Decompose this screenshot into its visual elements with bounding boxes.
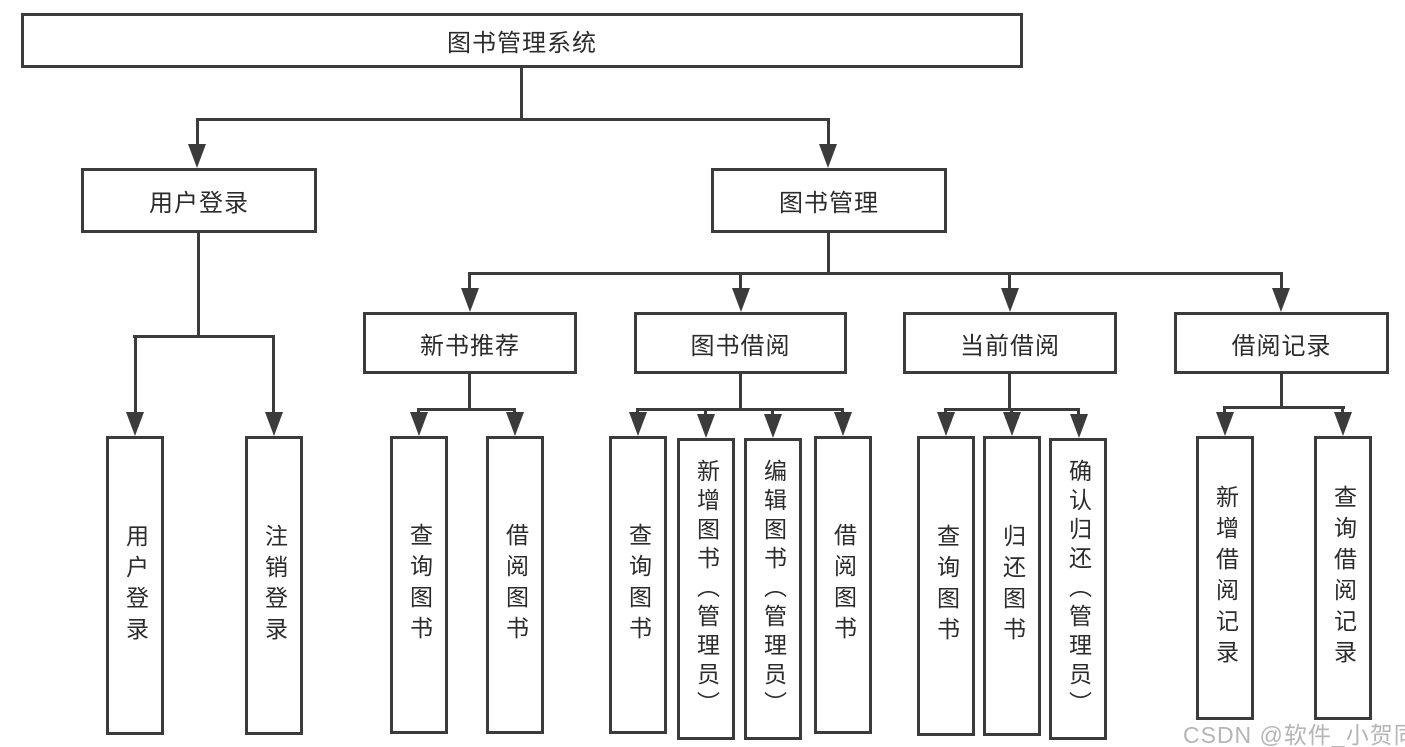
connector-drop-nb-borrow: [513, 408, 516, 415]
connector-level3-rail: [469, 272, 1282, 275]
leaf-bb-add-books-admin: 新增图书（管理员）: [677, 438, 735, 740]
node-new-book-recommend: 新书推荐: [363, 312, 577, 374]
connector-drop-leaf-logout: [272, 335, 275, 414]
connector-drop-current-borrow: [1008, 272, 1011, 289]
arrowhead-leaf-logout: [265, 412, 283, 436]
leaf-label: 借阅图书: [830, 523, 857, 647]
connector-drop-book-management: [827, 118, 830, 146]
leaf-label: 归还图书: [999, 524, 1026, 648]
leaf-label: 查询图书: [625, 523, 652, 647]
leaf-label: 新增图书（管理员）: [693, 458, 720, 720]
arrowhead-cb-query: [937, 412, 955, 436]
leaf-label: 借阅图书: [502, 523, 529, 647]
leaf-label: 确认归还（管理员）: [1065, 458, 1092, 720]
connector-bb-stem: [739, 374, 742, 411]
node-label: 图书借阅: [690, 332, 791, 360]
leaf-logout-login: 注销登录: [245, 436, 303, 735]
connector-drop-bb-edit: [771, 408, 774, 415]
leaf-label: 用户登录: [122, 523, 149, 648]
connector-drop-borrow-records: [1280, 272, 1283, 289]
node-label: 图书管理系统: [447, 30, 597, 57]
leaf-br-add-record: 新增借阅记录: [1196, 436, 1254, 720]
node-label: 图书管理: [779, 190, 879, 217]
connector-nb-rail: [417, 408, 516, 411]
node-borrow-records: 借阅记录: [1174, 312, 1389, 374]
connector-drop-cb-return: [1010, 408, 1013, 415]
node-user-login: 用户登录: [81, 168, 317, 233]
connector-drop-cb-confirm: [1077, 408, 1080, 415]
leaf-label: 查询图书: [933, 524, 960, 648]
connector-br-stem: [1280, 374, 1283, 409]
arrowhead-br-add: [1216, 412, 1234, 436]
leaf-label: 编辑图书（管理员）: [760, 458, 787, 720]
arrowhead-br-query: [1334, 412, 1352, 436]
connector-bb-rail: [636, 408, 844, 411]
connector-level2-rail: [197, 118, 829, 121]
arrowhead-cb-confirm: [1070, 414, 1088, 438]
arrowhead-bb-borrow: [834, 412, 852, 436]
connector-root-stem: [520, 66, 523, 121]
connector-drop-nb-query: [417, 408, 420, 415]
connector-drop-bb-add: [704, 408, 707, 415]
connector-drop-book-borrow: [739, 272, 742, 289]
node-book-management: 图书管理: [711, 168, 947, 233]
arrowhead-nb-borrow: [506, 412, 524, 436]
node-label: 用户登录: [149, 190, 249, 217]
arrowhead-book-borrow: [732, 288, 750, 312]
connector-drop-user-login: [196, 118, 199, 146]
connector-drop-br-query: [1341, 406, 1344, 415]
leaf-bb-borrow-books: 借阅图书: [814, 436, 872, 734]
leaf-br-query-record: 查询借阅记录: [1314, 436, 1372, 720]
arrowhead-user-login: [188, 144, 206, 168]
node-current-borrow: 当前借阅: [903, 312, 1117, 374]
leaf-label: 新增借阅记录: [1212, 485, 1239, 671]
connector-user-login-rail: [133, 335, 274, 338]
connector-drop-br-add: [1223, 406, 1226, 415]
arrowhead-bb-query: [629, 412, 647, 436]
csdn-watermark: CSDN @软件_小贺同学: [1183, 722, 1405, 747]
leaf-cb-query-books: 查询图书: [917, 436, 975, 736]
leaf-nb-borrow-books: 借阅图书: [486, 436, 544, 734]
arrowhead-bb-edit: [764, 414, 782, 438]
node-library-management-system: 图书管理系统: [21, 13, 1023, 68]
leaf-nb-query-books: 查询图书: [390, 436, 448, 734]
connector-book-management-stem: [827, 233, 830, 274]
leaf-cb-return-books: 归还图书: [983, 436, 1041, 736]
arrowhead-new-book-recommend: [461, 288, 479, 312]
leaf-bb-query-books: 查询图书: [609, 436, 667, 734]
leaf-cb-confirm-return-admin: 确认归还（管理员）: [1049, 438, 1107, 740]
leaf-label: 查询图书: [406, 523, 433, 647]
leaf-label: 查询借阅记录: [1330, 485, 1357, 671]
leaf-user-login: 用户登录: [106, 436, 164, 735]
arrowhead-current-borrow: [1001, 288, 1019, 312]
node-label: 当前借阅: [960, 332, 1060, 360]
connector-drop-cb-query: [944, 408, 947, 415]
node-book-borrow: 图书借阅: [634, 312, 847, 374]
leaf-bb-edit-books-admin: 编辑图书（管理员）: [744, 438, 802, 740]
connector-drop-leaf-user-login: [134, 335, 137, 414]
leaf-label: 注销登录: [261, 523, 288, 648]
connector-drop-bb-query: [636, 408, 639, 415]
arrowhead-borrow-records: [1272, 288, 1290, 312]
connector-user-login-stem: [197, 233, 200, 337]
connector-drop-bb-borrow: [841, 408, 844, 415]
connector-nb-stem: [468, 374, 471, 411]
arrowhead-cb-return: [1003, 412, 1021, 436]
connector-drop-new-book-recommend: [468, 272, 471, 289]
arrowhead-book-management: [819, 144, 837, 168]
connector-cb-stem: [1008, 374, 1011, 411]
arrowhead-bb-add: [697, 414, 715, 438]
arrowhead-nb-query: [410, 412, 428, 436]
connector-br-rail: [1223, 406, 1345, 409]
node-label: 借阅记录: [1231, 332, 1332, 360]
arrowhead-leaf-user-login: [126, 412, 144, 436]
node-label: 新书推荐: [420, 332, 520, 360]
